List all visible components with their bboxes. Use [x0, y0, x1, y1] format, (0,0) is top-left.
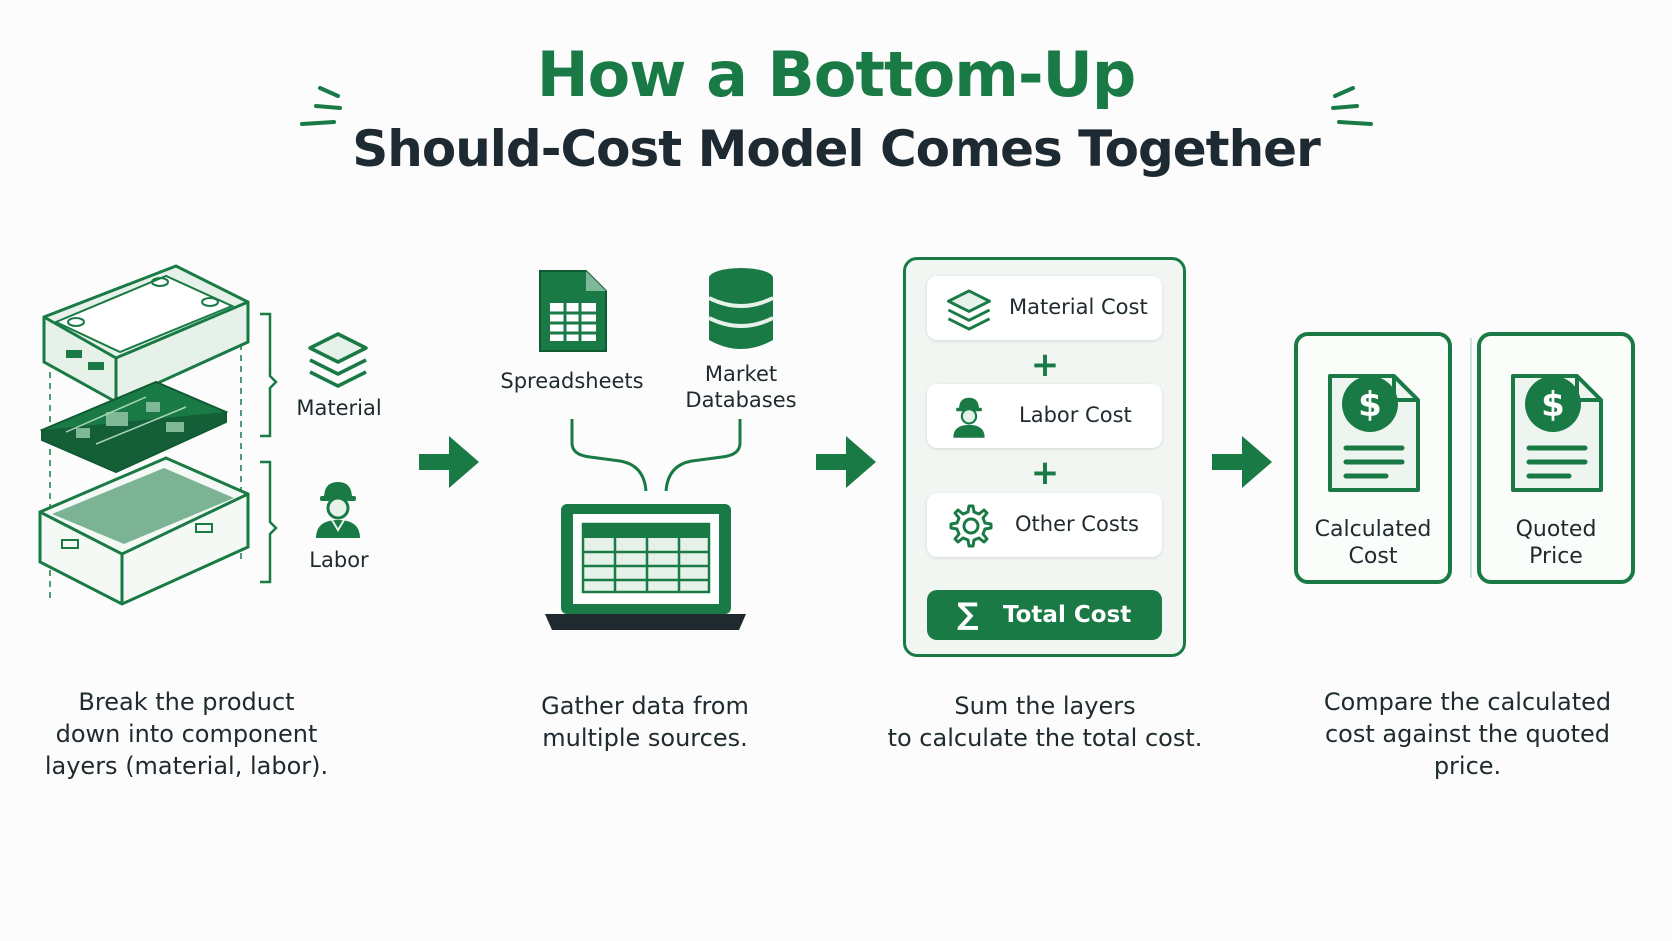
device-exploded-icon: [38, 264, 250, 606]
worker-icon: [316, 482, 360, 538]
market-databases-label: Market Databases: [670, 361, 812, 413]
spreadsheets-label: Spreadsheets: [500, 369, 644, 393]
caption-line: Compare the calculated: [1323, 688, 1612, 716]
label-line: Cost: [1348, 544, 1398, 569]
plus-sign: +: [1030, 453, 1060, 493]
quoted-price-label: Quoted Price: [1481, 516, 1631, 570]
bracket-divider: [260, 312, 278, 584]
spreadsheet-icon: [539, 270, 607, 352]
label-line: Quoted: [1515, 517, 1597, 542]
caption-line: Sum the layers: [954, 692, 1136, 720]
sigma-icon: ∑: [957, 597, 979, 632]
dollar-symbol: $: [1541, 385, 1565, 425]
gear-icon: [949, 504, 993, 548]
step2-caption: Gather data from multiple sources.: [495, 690, 795, 754]
dollar-symbol: $: [1358, 385, 1382, 425]
step4-caption: Compare the calculated cost against the …: [1295, 686, 1640, 782]
plus-sign: +: [1030, 345, 1060, 385]
label-line: Databases: [685, 388, 797, 412]
sparkle-icon: [1331, 86, 1373, 126]
diagram-title: How a Bottom-Up: [536, 38, 1137, 111]
arrow-right-icon: [1212, 436, 1272, 488]
layers-icon: [946, 289, 991, 331]
caption-line: Break the product: [78, 688, 295, 716]
total-cost-bar: ∑ Total Cost: [927, 590, 1162, 640]
sparkle-icon: [300, 86, 342, 126]
caption-line: multiple sources.: [542, 724, 748, 752]
total-cost-label: Total Cost: [1003, 602, 1132, 628]
label-line: Price: [1529, 544, 1583, 569]
other-costs-label: Other Costs: [1015, 512, 1139, 536]
layers-icon: [308, 332, 368, 388]
caption-line: cost against the quoted: [1324, 720, 1611, 748]
caption-line: Gather data from: [541, 692, 749, 720]
labor-cost-label: Labor Cost: [1019, 403, 1132, 427]
laptop-icon: [545, 504, 746, 630]
calculated-cost-label: Calculated Cost: [1298, 516, 1448, 570]
label-line: Market: [704, 362, 778, 386]
label-line: Calculated: [1314, 517, 1432, 542]
caption-line: to calculate the total cost.: [887, 724, 1203, 752]
connector-lines: [570, 419, 742, 492]
card-divider: [1470, 338, 1472, 578]
worker-icon: [953, 397, 985, 438]
quoted-price-card: $ Quoted Price: [1477, 332, 1635, 584]
material-label: Material: [296, 396, 382, 420]
material-cost-label: Material Cost: [1009, 295, 1148, 319]
diagram-subtitle: Should-Cost Model Comes Together: [352, 120, 1321, 178]
calculated-cost-card: $ Calculated Cost: [1294, 332, 1452, 584]
caption-line: price.: [1433, 752, 1502, 780]
material-cost-row: Material Cost: [927, 276, 1162, 340]
arrow-right-icon: [816, 436, 876, 488]
caption-line: down into component: [55, 720, 318, 748]
labor-label: Labor: [309, 548, 369, 572]
other-costs-row: Other Costs: [927, 493, 1162, 557]
caption-line: layers (material, labor).: [44, 752, 329, 780]
arrow-right-icon: [419, 436, 479, 488]
invoice-dollar-icon: $: [1511, 374, 1603, 492]
labor-cost-row: Labor Cost: [927, 384, 1162, 448]
database-icon: [708, 268, 774, 349]
step3-caption: Sum the layers to calculate the total co…: [870, 690, 1220, 754]
invoice-dollar-icon: $: [1328, 374, 1420, 492]
step1-caption: Break the product down into component la…: [24, 686, 349, 782]
